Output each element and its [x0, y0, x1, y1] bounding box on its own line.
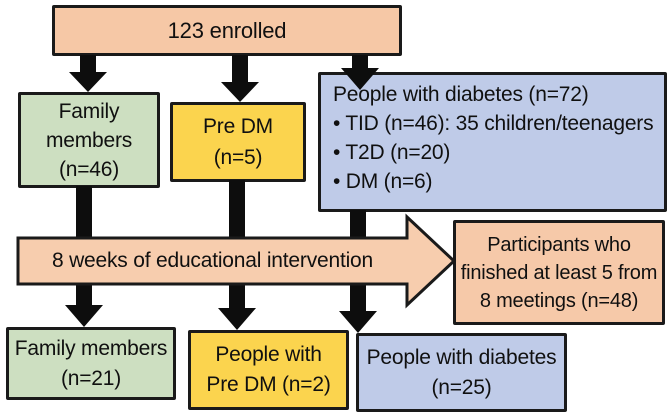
- diabetes-bullet-t2d: • T2D (n=20): [333, 141, 451, 164]
- diabetes-bullet-t1d: • TID (n=46): 35 children/teenagers: [333, 112, 654, 135]
- diabetes-group-title: People with diabetes (n=72): [333, 83, 589, 106]
- family-members-box-top: Family members (n=46): [18, 92, 160, 188]
- diabetes-bottom-label: People with diabetes (n=25): [366, 345, 557, 399]
- down-arrow-enrolled-to-predm: [221, 55, 259, 102]
- pre-dm-box-top: Pre DM (n=5): [170, 102, 306, 182]
- diabetes-bullet-dm: • DM (n=6): [333, 170, 433, 193]
- pre-dm-box-bottom: People with Pre DM (n=2): [188, 330, 349, 410]
- intervention-arrow-label: 8 weeks of educational intervention: [51, 249, 374, 272]
- down-arrow-enrolled-to-family: [69, 55, 107, 92]
- diabetes-box-bottom: People with diabetes (n=25): [356, 333, 567, 412]
- family-members-bottom-label: Family members (n=21): [14, 336, 168, 390]
- enrolled-label: 123 enrolled: [167, 18, 287, 43]
- diabetes-group-box: People with diabetes (n=72) • TID (n=46)…: [318, 72, 667, 212]
- enrolled-box: 123 enrolled: [52, 5, 402, 56]
- pre-dm-top-label: Pre DM (n=5): [203, 115, 273, 169]
- pre-dm-bottom-label: People with Pre DM (n=2): [206, 343, 331, 396]
- family-members-top-label: Family members (n=46): [45, 99, 133, 181]
- participants-finished-box: Participants who finished at least 5 fro…: [453, 220, 665, 325]
- participants-finished-label: Participants who finished at least 5 fro…: [460, 233, 658, 312]
- family-members-box-bottom: Family members (n=21): [6, 327, 176, 400]
